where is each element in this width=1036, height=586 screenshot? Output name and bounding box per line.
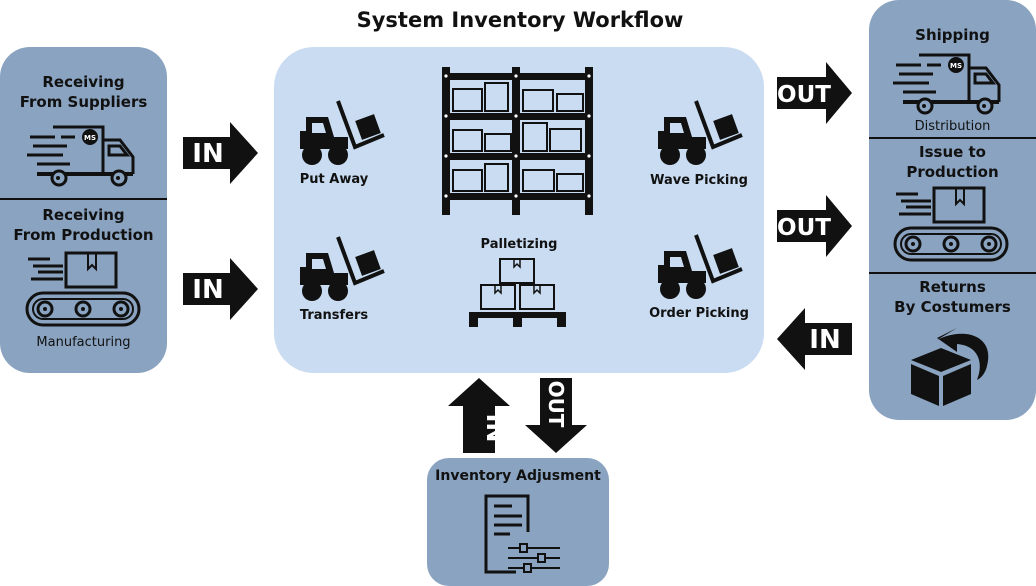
section-divider [869, 272, 1036, 274]
transfers-label: Transfers [299, 308, 369, 323]
out-arrow-issue: OUT [777, 195, 852, 257]
forklift-icon [658, 234, 743, 299]
svg-text:IN: IN [809, 325, 840, 355]
delivery-truck-icon: MS [893, 53, 1001, 115]
svg-text:IN: IN [192, 275, 223, 305]
section-divider [869, 137, 1036, 139]
truck-badge: MS [950, 62, 962, 70]
returns-label: Returns By Costumers [894, 278, 1011, 316]
warehouse-rack-icon [442, 67, 593, 215]
put-away-label: Put Away [299, 172, 369, 187]
receiving-panel: Receiving From Suppliers MS Receiving Fr… [0, 47, 167, 373]
shipping-label: Shipping [915, 26, 990, 44]
pallet-boxes-icon [469, 258, 566, 327]
issue-production-label: Issue to Production [906, 143, 999, 181]
order-picking-label: Order Picking [649, 306, 749, 321]
document-settings-icon [484, 494, 560, 574]
outbound-panel: Shipping MS Distribution Issue to Produc… [869, 0, 1036, 420]
in-arrow-returns: IN [777, 308, 852, 370]
return-box-icon [911, 328, 989, 406]
distribution-caption: Distribution [914, 119, 991, 134]
svg-text:IN: IN [481, 413, 509, 442]
palletizing-label: Palletizing [480, 237, 558, 252]
manufacturing-caption: Manufacturing [36, 335, 131, 350]
diagram-title: System Inventory Workflow [356, 8, 684, 32]
svg-text:OUT: OUT [777, 82, 831, 108]
conveyor-belt-icon [893, 186, 1009, 262]
adjustment-panel: Inventory Adjusment [427, 458, 609, 586]
forklift-icon [658, 100, 743, 165]
forklift-icon [300, 236, 385, 301]
inventory-adjustment-label: Inventory Adjusment [435, 468, 601, 484]
receiving-production-label: Receiving From Production [13, 206, 154, 244]
in-arrow-production: IN [183, 258, 258, 320]
conveyor-belt-icon [25, 251, 141, 327]
warehouse-panel: Put Away Transfers Wave Picking Order Pi… [274, 47, 764, 373]
truck-badge: MS [84, 134, 96, 142]
svg-text:OUT: OUT [777, 215, 831, 241]
wave-picking-label: Wave Picking [650, 173, 748, 188]
forklift-icon [300, 100, 385, 165]
receiving-suppliers-label: Receiving From Suppliers [19, 73, 148, 111]
in-arrow-suppliers: IN [183, 122, 258, 184]
svg-text:OUT: OUT [544, 381, 568, 428]
out-arrow-adjustment: OUT [525, 378, 587, 453]
section-divider [0, 198, 167, 200]
delivery-truck-icon: MS [27, 125, 135, 187]
svg-text:IN: IN [192, 139, 223, 169]
out-arrow-shipping: OUT [777, 62, 852, 124]
in-arrow-adjustment: IN [448, 378, 510, 453]
